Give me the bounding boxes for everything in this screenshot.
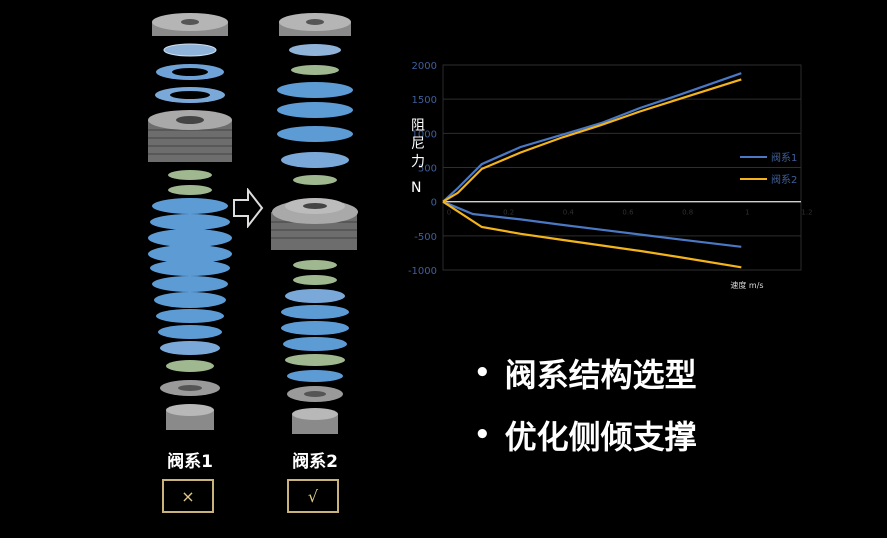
- valve-stack-1: [140, 0, 240, 445]
- y-tick-label: 1000: [412, 129, 437, 140]
- x-tick-label: 1.2: [801, 209, 812, 217]
- legend-label: 阀系2: [771, 173, 797, 186]
- y-axis-label-char-2: 尼: [411, 136, 425, 152]
- valve-1-label: 阀系1: [167, 452, 213, 472]
- valve-2-label: 阀系2: [292, 452, 338, 472]
- x-tick-label: 1: [745, 209, 749, 217]
- x-tick-label: 0.8: [682, 209, 693, 217]
- series-line: [442, 78, 742, 203]
- y-tick-label: -500: [414, 232, 437, 243]
- series-line: [442, 72, 742, 203]
- arrow-right-icon: [233, 188, 264, 228]
- damping-force-chart: 2000 1500 1000 500 0 -500 -1000 0 0.2 0.4 0.6 0.8 1 1…: [408, 61, 813, 290]
- y-tick-label: 2000: [412, 61, 437, 72]
- valve-stack-1-illustration: [148, 13, 232, 430]
- bullet-dot-icon: •: [474, 420, 491, 450]
- valve-stack-2-illustration: [271, 13, 358, 434]
- check-icon: √: [307, 486, 319, 506]
- x-tick-label: 0: [447, 209, 451, 217]
- y-tick-label: 500: [418, 164, 437, 175]
- x-axis-label: 速度 m/s: [730, 280, 763, 290]
- valve-2-verdict: √: [287, 479, 339, 513]
- cross-icon: ×: [181, 486, 195, 506]
- series-line: [442, 200, 742, 269]
- valve-1-verdict: ×: [162, 479, 214, 513]
- x-tick-label: 0.2: [503, 209, 514, 217]
- y-tick-label: -1000: [408, 266, 437, 277]
- y-axis-label-unit: N: [411, 180, 422, 196]
- x-tick-label: 0.4: [563, 209, 575, 217]
- y-axis-label-char-3: 力: [411, 154, 425, 170]
- bullet-item-2: • 优化侧倾支撑: [474, 412, 697, 458]
- y-tick-label: 0: [431, 198, 437, 209]
- bullet-text-2: 优化侧倾支撑: [504, 418, 697, 456]
- series-line: [442, 200, 742, 248]
- bullet-dot-icon: •: [474, 358, 491, 388]
- valve-stack-2: [265, 0, 365, 445]
- bullet-text-1: 阀系结构选型: [504, 356, 697, 394]
- x-tick-label: 0.6: [622, 209, 634, 217]
- legend-label: 阀系1: [771, 151, 797, 164]
- y-tick-label: 1500: [412, 95, 437, 106]
- y-axis-label-char-1: 阻: [411, 118, 425, 134]
- bullet-item-1: • 阀系结构选型: [474, 350, 697, 396]
